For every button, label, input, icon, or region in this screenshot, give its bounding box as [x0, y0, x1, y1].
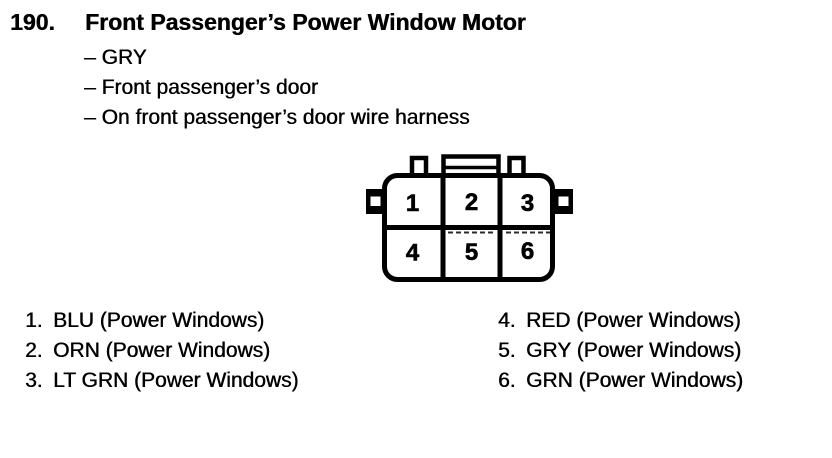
- detail-item: – Front passenger’s door: [84, 76, 318, 99]
- pin-list-item: 3. LT GRN (Power Windows): [25, 366, 298, 396]
- pin-list-item: 6. GRN (Power Windows): [498, 366, 743, 396]
- pin-number: 2.: [25, 339, 43, 362]
- detail-list: – GRY – Front passenger’s door – On fron…: [84, 43, 470, 133]
- pin-label: GRN (Power Windows): [526, 369, 744, 392]
- pin-list-item: 1. BLU (Power Windows): [25, 306, 298, 336]
- pin-list-left: 1. BLU (Power Windows) 2. ORN (Power Win…: [25, 306, 298, 396]
- pin-number-3: 3: [521, 190, 534, 217]
- pin-number-4: 4: [406, 240, 420, 267]
- section-heading: 190. Front Passenger’s Power Window Moto…: [10, 9, 526, 35]
- page-title: Front Passenger’s Power Window Motor: [85, 9, 526, 35]
- detail-item: – GRY: [84, 46, 147, 69]
- pin-number-1: 1: [406, 190, 419, 217]
- pin-list-right: 4. RED (Power Windows) 5. GRY (Power Win…: [498, 306, 743, 396]
- pin-label: BLU (Power Windows): [53, 309, 265, 332]
- connector-ear-right: [553, 189, 573, 214]
- pin-number: 1.: [25, 309, 43, 332]
- item-number: 190.: [10, 9, 55, 35]
- detail-item: – On front passenger’s door wire harness: [84, 106, 470, 129]
- pin-list-item: 5. GRY (Power Windows): [498, 336, 743, 366]
- connector-diagram: 1 2 3 4 5 6: [366, 154, 573, 282]
- pin-number-2: 2: [465, 189, 478, 216]
- pin-number: 3.: [25, 369, 43, 392]
- pin-label: RED (Power Windows): [526, 309, 741, 332]
- pin-number: 6.: [498, 369, 516, 392]
- pin-number-5: 5: [465, 239, 478, 266]
- pin-label: LT GRN (Power Windows): [53, 369, 299, 392]
- pin-number: 5.: [498, 339, 516, 362]
- pin-number-6: 6: [521, 238, 534, 265]
- pin-label: ORN (Power Windows): [53, 339, 271, 362]
- pin-number: 4.: [498, 309, 516, 332]
- pin-label: GRY (Power Windows): [526, 339, 742, 362]
- pin-list-item: 4. RED (Power Windows): [498, 306, 743, 336]
- pin-list-item: 2. ORN (Power Windows): [25, 336, 298, 366]
